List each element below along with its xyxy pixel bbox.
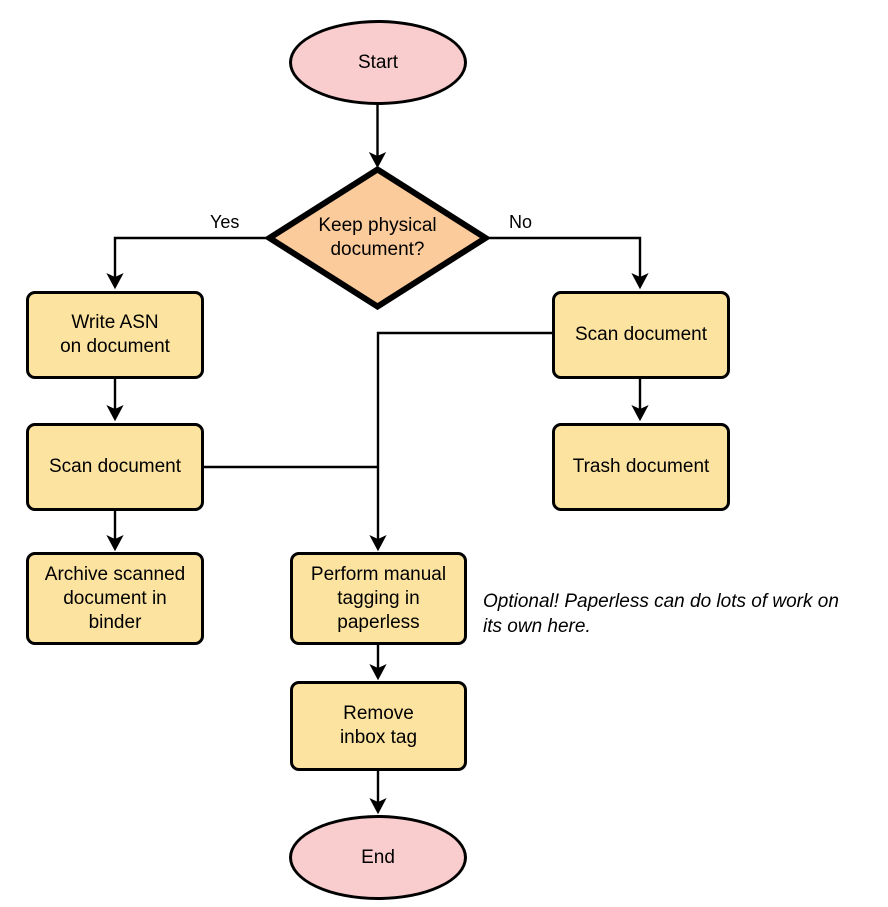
node-perform-manual-tagging[interactable]: Perform manual tagging in paperless	[290, 552, 467, 645]
node-trash-document-label: Trash document	[572, 456, 710, 477]
node-end[interactable]: End	[289, 815, 467, 900]
diamond-shape	[266, 166, 489, 310]
node-scan-document-right[interactable]: Scan document	[552, 291, 730, 379]
node-decision-keep-physical-document[interactable]: Keep physical document?	[266, 166, 489, 310]
node-write-asn-label: Write ASN on document	[60, 312, 170, 357]
node-start-label: Start	[357, 51, 399, 73]
node-write-asn[interactable]: Write ASN on document	[26, 291, 204, 379]
node-decision-label: Keep physical document?	[318, 215, 437, 260]
node-trash-document[interactable]: Trash document	[552, 423, 730, 511]
node-end-label: End	[361, 846, 395, 868]
node-archive-scanned-document[interactable]: Archive scanned document in binder	[26, 552, 204, 645]
edge-decision-yes-to-write-asn	[106, 236, 266, 290]
node-scan-document-right-label: Scan document	[574, 324, 708, 345]
node-perform-manual-tagging-label: Perform manual tagging in paperless	[310, 563, 447, 633]
node-scan-document-left[interactable]: Scan document	[26, 423, 204, 511]
annotation-optional-paperless: Optional! Paperless can do lots of work …	[483, 591, 839, 637]
node-remove-inbox-tag-label: Remove inbox tag	[339, 703, 418, 748]
node-scan-document-left-label: Scan document	[48, 456, 182, 477]
edge-scan-right-to-manual-tag	[369, 331, 552, 552]
edge-label-no: No	[509, 212, 533, 232]
edge-label-yes: Yes	[210, 212, 240, 232]
node-archive-scanned-document-label: Archive scanned document in binder	[44, 563, 186, 633]
node-start[interactable]: Start	[289, 20, 467, 105]
node-remove-inbox-tag[interactable]: Remove inbox tag	[290, 681, 467, 771]
edge-decision-no-to-scan-right	[489, 236, 649, 290]
